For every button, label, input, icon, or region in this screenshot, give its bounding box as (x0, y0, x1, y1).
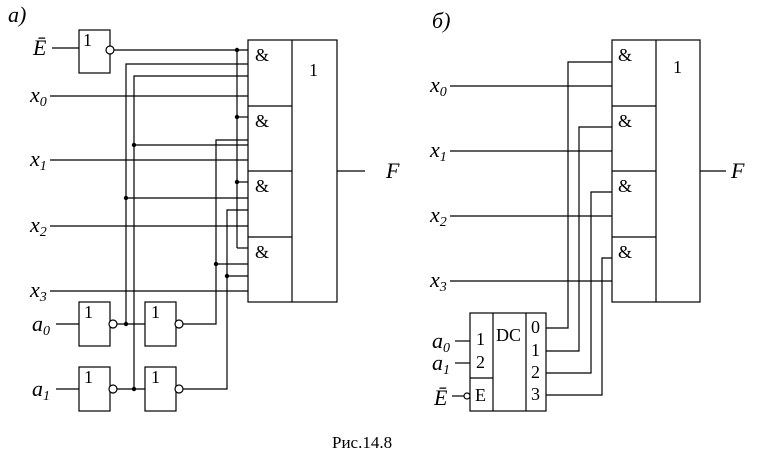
and-gate-0-b: & (618, 45, 632, 65)
decoder-in-1: 1 (476, 329, 485, 349)
output-f-a: F (385, 158, 400, 183)
inv-a1-2-bubble (174, 384, 184, 394)
input-x1-a: x1 (29, 146, 47, 174)
input-x1-b: x1 (429, 137, 447, 165)
junction-dot (224, 273, 230, 279)
junction-dot (234, 47, 240, 53)
and-gate-0-a: & (255, 45, 269, 65)
figure-caption: Рис.14.8 (332, 433, 392, 452)
junction-dot (234, 179, 240, 185)
inv-a0-1 (78, 301, 111, 347)
or-gate-a: 1 (309, 60, 318, 80)
decoder-out-1: 1 (531, 340, 540, 360)
wire-a1-true (183, 209, 248, 390)
wire-a0-inv-1 (125, 197, 248, 324)
input-x2-a: x2 (29, 212, 47, 240)
inv-a0-2-bubble (174, 319, 184, 329)
wire-dc-out-0 (546, 61, 612, 329)
junction-dot (213, 261, 219, 267)
inv-a1-2-label: 1 (151, 367, 160, 387)
and-gate-2-b: & (618, 176, 632, 196)
enable-bubble-a (105, 45, 115, 55)
output-f-b: F (730, 158, 745, 183)
wire-a1-inv-1 (133, 144, 248, 389)
decoder-out-2: 2 (531, 362, 540, 382)
and-gate-3-a: & (255, 242, 269, 262)
wire-a1-inv-2 (133, 75, 248, 145)
decoder-enable-pin: E (475, 385, 486, 405)
decoder-out-0: 0 (531, 317, 540, 337)
panel-b-label: б) (432, 8, 450, 33)
and-gate-3-b: & (618, 242, 632, 262)
enable-inverter-label-a: 1 (83, 30, 92, 50)
and-gate-1-a: & (255, 111, 269, 131)
wire-dc-out-1 (546, 126, 612, 352)
wire-a0-inv-2 (125, 63, 248, 198)
and-gate-2-a: & (255, 176, 269, 196)
enable-label-b: Ē (433, 385, 448, 410)
panel-a-label: а) (8, 2, 26, 27)
decoder-dc (469, 312, 547, 412)
inv-a0-2-label: 1 (151, 302, 160, 322)
input-a1-a: a1 (32, 376, 50, 404)
enable-label-a: Ē (32, 35, 47, 60)
wire-dc-out-2 (546, 191, 612, 374)
decoder-in-2: 2 (476, 352, 485, 372)
input-a0-a: a0 (32, 311, 50, 339)
inv-a1-1-label: 1 (84, 367, 93, 387)
junction-dot (234, 114, 240, 120)
wire-a0-true (183, 139, 248, 325)
inv-a1-2 (144, 366, 177, 412)
or-gate-b: 1 (673, 57, 682, 77)
and-gate-1-b: & (618, 111, 632, 131)
input-x0-b: x0 (429, 72, 447, 100)
input-x3-b: x3 (429, 267, 447, 295)
inv-a0-1-label: 1 (84, 302, 93, 322)
inv-a0-2 (144, 301, 177, 347)
decoder-out-3: 3 (531, 384, 540, 404)
panel-b: б) x0 x1 x2 x3 & & & & 1 F DC 1 2 E 0 1 … (429, 8, 745, 412)
decoder-title: DC (496, 325, 521, 345)
input-x0-a: x0 (29, 82, 47, 110)
input-x2-b: x2 (429, 202, 447, 230)
inv-a0-1-bubble (108, 319, 118, 329)
enable-bubble-b (463, 392, 471, 400)
panel-a: а) Ē 1 x0 x1 x2 x3 & & & & 1 (8, 2, 400, 412)
wire-dc-out-3 (546, 257, 612, 396)
input-x3-a: x3 (29, 277, 47, 305)
inv-a1-1-bubble (108, 384, 118, 394)
